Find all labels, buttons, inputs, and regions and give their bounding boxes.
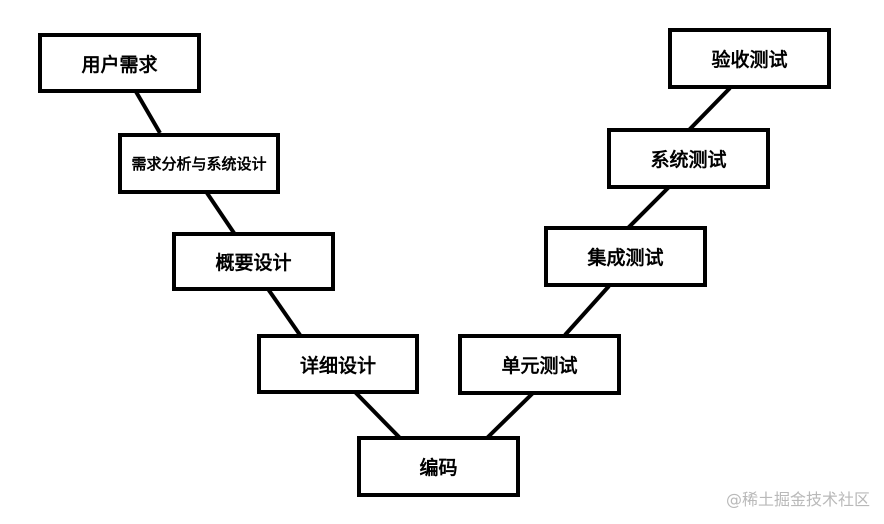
label-detailed-design: 详细设计 (299, 354, 376, 377)
label-system-test: 系统测试 (650, 149, 727, 171)
box-system-test: 系统测试 (607, 128, 770, 189)
connector-integration-test-to-system-test (626, 185, 671, 230)
connector-unit-test-to-integration-test (563, 284, 611, 337)
connector-system-test-to-acceptance-test (687, 86, 732, 132)
box-acceptance-test: 验收测试 (668, 28, 831, 89)
box-coding: 编码 (357, 436, 520, 497)
label-integration-test: 集成测试 (587, 247, 664, 269)
box-user-requirements: 用户需求 (38, 33, 201, 93)
label-high-level-design: 概要设计 (215, 252, 292, 274)
box-unit-test: 单元测试 (458, 334, 621, 395)
box-detailed-design: 详细设计 (257, 334, 419, 394)
box-integration-test: 集成测试 (544, 226, 707, 287)
label-unit-test: 单元测试 (501, 355, 578, 377)
connector-analysis-to-high-level-design (205, 191, 236, 235)
box-requirement-analysis-system-design: 需求分析与系统设计 (118, 133, 280, 194)
watermark: @稀土掘金技术社区 (725, 490, 870, 509)
connector-high-level-to-detailed-design (266, 287, 302, 337)
label-coding: 编码 (419, 457, 458, 479)
connector-user-requirements-to-analysis (133, 88, 162, 135)
connector-coding-to-unit-test (485, 391, 535, 440)
label-acceptance-test: 验收测试 (711, 49, 788, 71)
box-high-level-design: 概要设计 (172, 232, 335, 291)
label-requirement-analysis-system-design: 需求分析与系统设计 (131, 155, 267, 173)
connector-detailed-design-to-coding (353, 390, 402, 440)
label-user-requirements: 用户需求 (81, 53, 158, 76)
